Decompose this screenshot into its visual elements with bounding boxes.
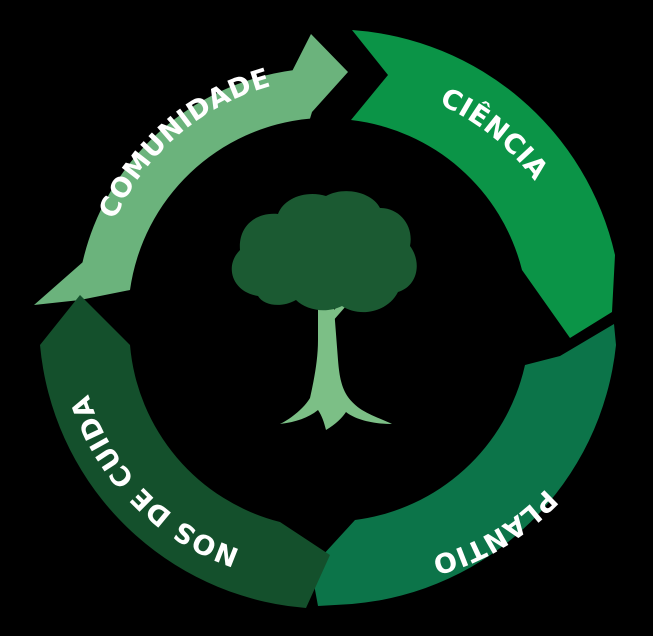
segment-cuidado (40, 295, 330, 608)
segment-plantio (311, 324, 616, 606)
segment-ciencia (351, 30, 615, 338)
tree-trunk (280, 308, 392, 430)
segment-comunidade (34, 34, 348, 305)
tree-canopy (231, 191, 417, 313)
tree-icon (231, 191, 417, 430)
